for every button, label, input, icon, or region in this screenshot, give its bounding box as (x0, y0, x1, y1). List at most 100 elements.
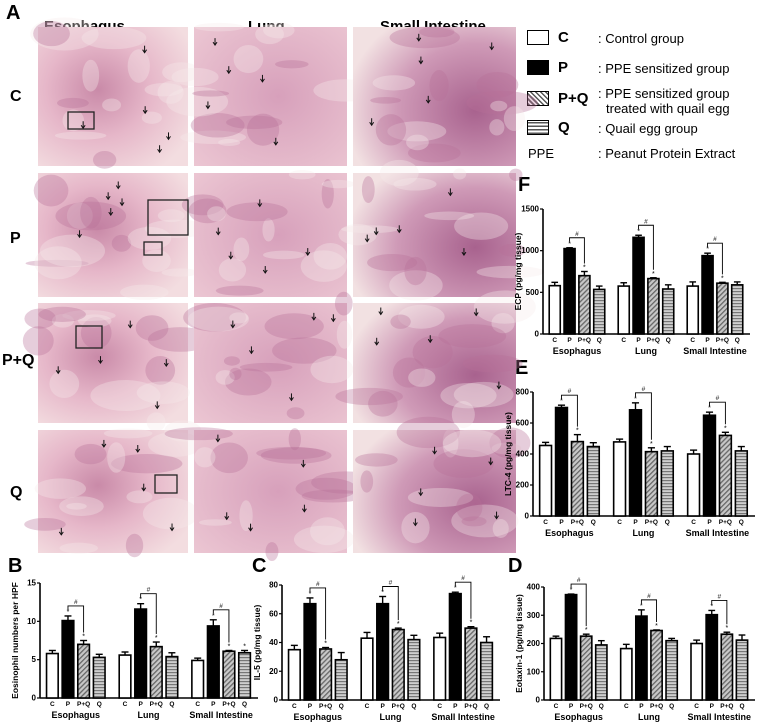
significance-star: * (309, 591, 312, 598)
y-tick-label: 0 (535, 330, 540, 339)
bar-c-small-intestine (690, 642, 704, 701)
bracket-mark: # (147, 587, 151, 594)
group-label: Esophagus (52, 710, 101, 720)
bar-p-lung (632, 236, 645, 335)
bar-p-small-intestine (701, 254, 714, 335)
panel-label-e: E (515, 357, 529, 379)
legend-code-q: Q (558, 119, 570, 136)
bar-label: P+Q (580, 703, 593, 710)
arrow-icon (473, 308, 479, 317)
row-label-p: P (10, 230, 21, 247)
bar-q-small-intestine (237, 651, 252, 699)
y-axis-label: ECP (pg/mg tissue) (513, 232, 523, 310)
significance-star: * (560, 398, 563, 405)
y-tick-label: 40 (269, 638, 278, 647)
bar-pq-small-intestine (716, 282, 729, 335)
bar-p-lung (376, 602, 390, 701)
y-tick-label: 1000 (521, 246, 539, 255)
y-tick-label: 0 (536, 696, 541, 705)
legend-swatch-q (527, 120, 549, 135)
y-tick-label: 200 (516, 481, 530, 490)
arrow-icon (80, 121, 86, 130)
arrow-icon (157, 145, 163, 154)
bar-p-small-intestine (702, 414, 717, 517)
bar-label: P+Q (150, 701, 163, 708)
row-label-q: Q (10, 484, 23, 501)
significance-bracket (212, 609, 230, 643)
arrow-icon (127, 320, 133, 329)
significance-star: * (634, 396, 637, 403)
histology-image-q-small-intestine (353, 416, 531, 553)
bar-label: C (50, 701, 55, 708)
arrow-icon (105, 192, 111, 201)
significance-star: * (724, 425, 727, 432)
y-tick-label: 500 (526, 288, 540, 297)
arrow-icon (228, 251, 234, 260)
bar-label: P+Q (650, 703, 663, 710)
bar-c-lung (360, 637, 374, 701)
row-label-pq: P+Q (2, 352, 35, 369)
bar-label: C (292, 703, 297, 710)
y-tick-label: 400 (527, 583, 541, 592)
bar-label: P+Q (645, 519, 658, 526)
bar-p-lung (634, 615, 648, 701)
significance-star: * (725, 625, 728, 632)
arrow-icon (364, 234, 370, 243)
significance-bracket (711, 599, 728, 625)
bar-pq-esophagus (570, 440, 585, 517)
bracket-mark: # (219, 603, 223, 610)
arrow-icon (461, 248, 467, 257)
bar-c-small-intestine (686, 453, 701, 517)
bar-label: Q (97, 701, 102, 708)
arrow-icon (260, 74, 265, 83)
y-tick-label: 600 (516, 419, 530, 428)
bar-c-small-intestine (686, 285, 700, 335)
y-tick-label: 200 (527, 639, 541, 648)
arrow-icon (115, 181, 121, 190)
bracket-mark: # (389, 580, 393, 587)
y-tick-label: 60 (269, 609, 278, 618)
bar-p-small-intestine (705, 613, 719, 701)
bar-label: P (636, 337, 641, 344)
bar-label: P+Q (578, 337, 591, 344)
legend-text-pq: : PPE sensitized group (598, 86, 730, 101)
significance-star: * (470, 620, 473, 627)
significance-star: * (585, 627, 588, 634)
bar-pq-esophagus (579, 635, 593, 701)
arrow-icon (101, 439, 107, 448)
inset-box (143, 241, 163, 256)
significance-star: * (397, 621, 400, 628)
significance-star: * (708, 405, 711, 412)
bar-pq-esophagus (578, 274, 591, 335)
significance-star: * (576, 428, 579, 435)
arrow-icon (257, 199, 263, 208)
bar-label: P (66, 701, 71, 708)
significance-star: * (640, 603, 643, 610)
bar-label: C (437, 703, 442, 710)
bar-label: Q (242, 701, 247, 708)
bracket-mark: # (74, 599, 78, 606)
bar-label: Q (739, 519, 744, 526)
histology-image-q-esophagus (24, 420, 203, 558)
y-tick-label: 15 (27, 579, 36, 588)
significance-star: * (570, 587, 573, 594)
bar-p-esophagus (554, 406, 569, 517)
bar-c-esophagus (287, 648, 301, 701)
bar-label: C (691, 519, 696, 526)
y-axis-label: IL-5 (pg/mg tissue) (252, 605, 262, 681)
bracket-mark: # (644, 218, 648, 225)
bar-q-lung (407, 638, 421, 701)
group-label: Small Intestine (431, 712, 495, 722)
significance-star: * (155, 635, 158, 642)
legend-text-q: : Quail egg group (598, 121, 698, 136)
significance-bracket (638, 224, 654, 270)
significance-star: * (324, 641, 327, 648)
inset-box (67, 111, 95, 130)
significance-bracket (709, 401, 726, 425)
arrow-icon (226, 66, 232, 75)
bar-c-lung (617, 285, 631, 335)
significance-bracket (570, 583, 587, 627)
arrow-icon (224, 512, 230, 521)
group-label: Small Intestine (688, 712, 752, 722)
